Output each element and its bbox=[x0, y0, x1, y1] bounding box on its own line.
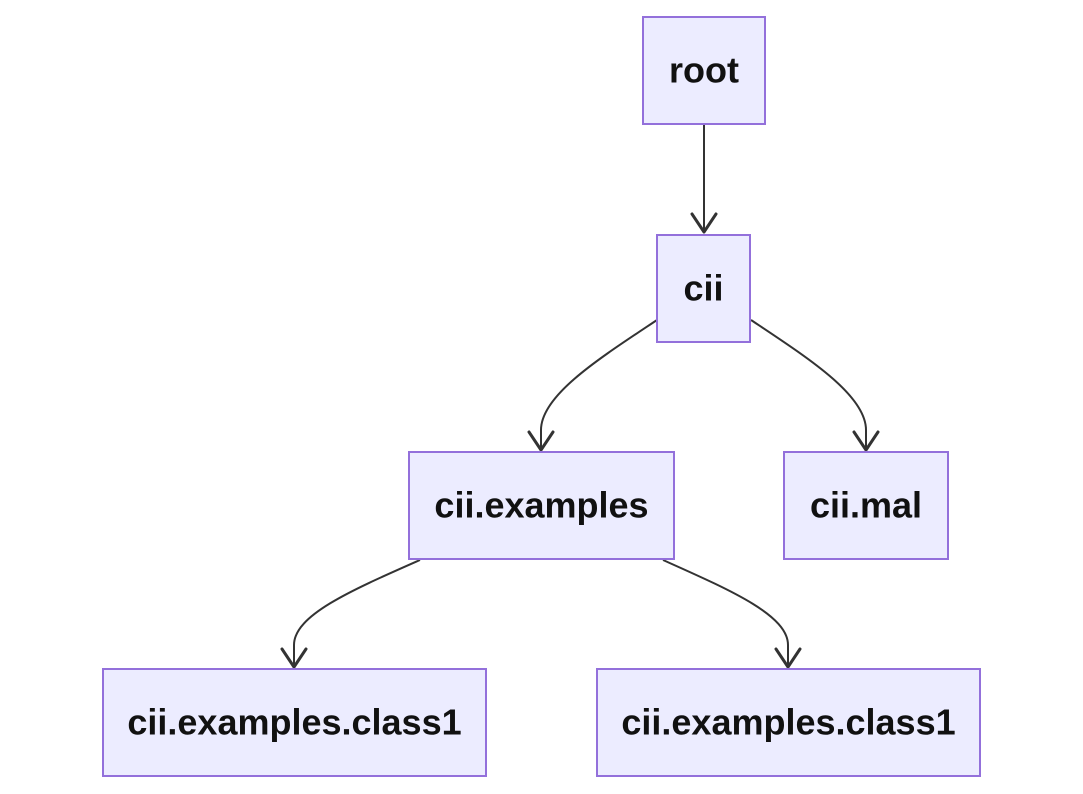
edge-cii-examples-to-class1-left bbox=[280, 559, 421, 669]
node-label: cii.examples.class1 bbox=[621, 702, 955, 743]
node-label: cii.mal bbox=[810, 485, 922, 526]
node-root: root bbox=[642, 16, 766, 125]
arrow-icon bbox=[852, 430, 880, 452]
node-cii-examples: cii.examples bbox=[408, 451, 675, 560]
edge-cii-examples-to-class1-right bbox=[662, 559, 802, 669]
arrow-icon bbox=[280, 647, 308, 669]
node-label: cii.examples.class1 bbox=[127, 702, 461, 743]
node-label: cii.examples bbox=[434, 485, 648, 526]
edge-cii-to-cii-mal bbox=[750, 319, 880, 452]
arrow-icon bbox=[690, 212, 718, 234]
nodes: root cii cii.examples cii.mal cii.exampl… bbox=[102, 16, 981, 777]
arrow-icon bbox=[774, 647, 802, 669]
node-cii-mal: cii.mal bbox=[783, 451, 949, 560]
node-cii: cii bbox=[656, 234, 751, 343]
edges bbox=[280, 125, 880, 669]
node-cii-examples-class1-left: cii.examples.class1 bbox=[102, 668, 487, 777]
node-cii-examples-class1-right: cii.examples.class1 bbox=[596, 668, 981, 777]
node-label: cii bbox=[683, 268, 723, 309]
node-label: root bbox=[669, 50, 739, 91]
edge-cii-to-cii-examples bbox=[527, 319, 658, 452]
arrow-icon bbox=[527, 430, 555, 452]
edge-root-to-cii bbox=[690, 125, 718, 234]
